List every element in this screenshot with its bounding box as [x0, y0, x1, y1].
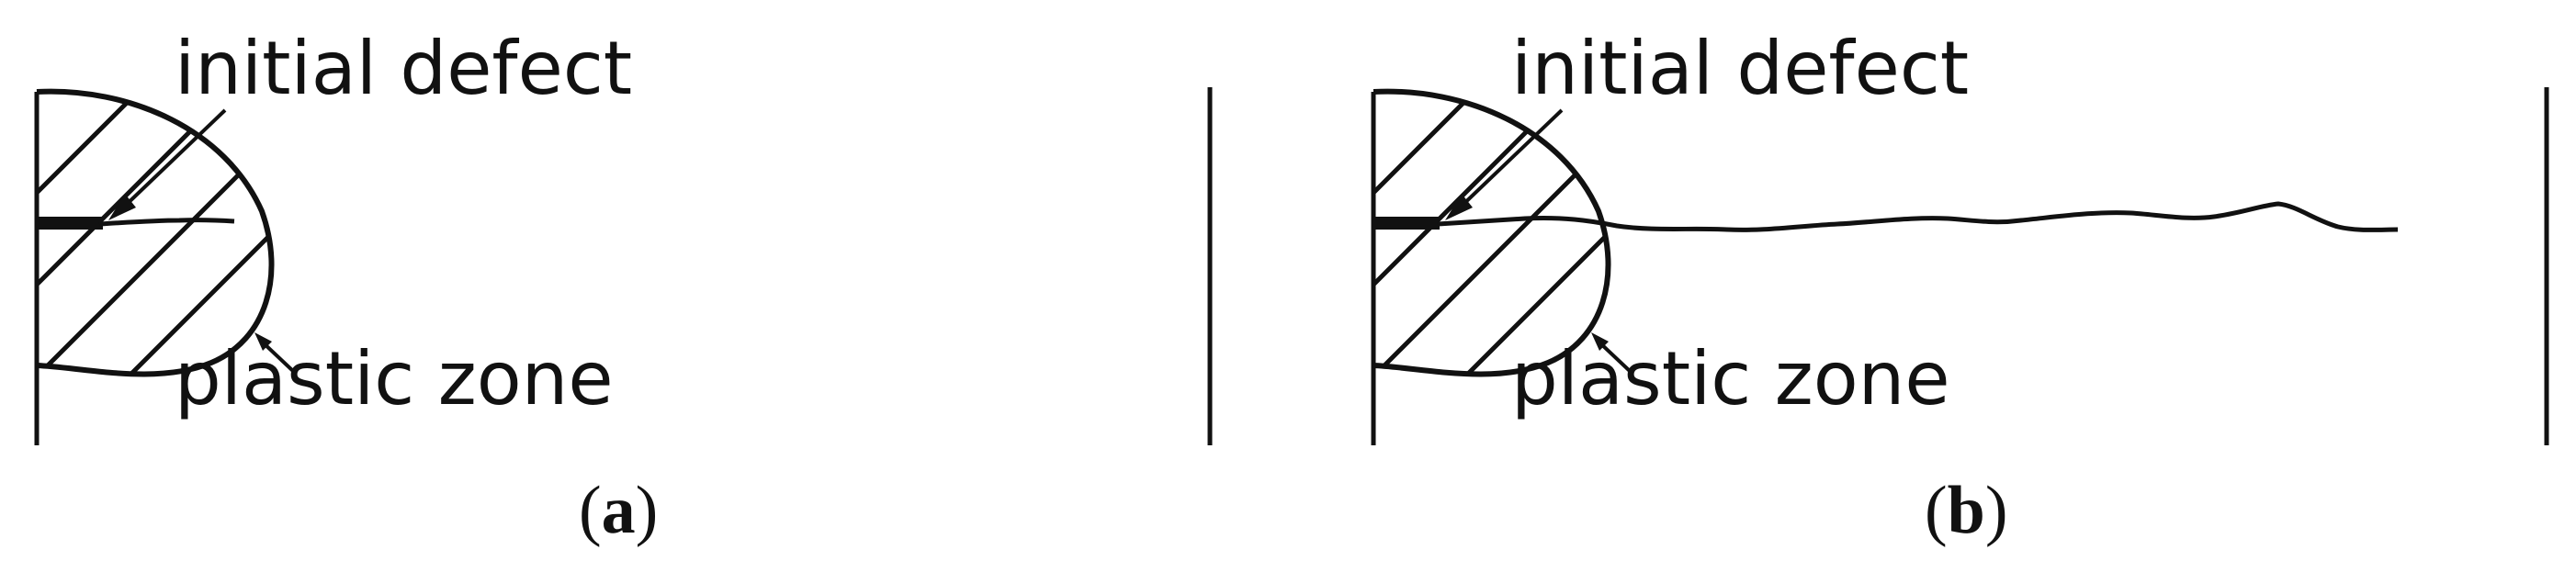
initial-defect-notch — [37, 217, 103, 230]
zone-leader-arrowhead — [254, 332, 272, 351]
zone-leader-line — [1597, 340, 1633, 374]
zone-leader-line — [260, 340, 296, 374]
panel-b: initial defect plastic zone (b) — [1371, 26, 2549, 548]
defect-leader-arrowhead — [1445, 194, 1473, 220]
initial-defect-label: initial defect — [175, 26, 632, 111]
defect-leader-line — [1454, 108, 1564, 213]
plastic-zone-label: plastic zone — [1511, 336, 1950, 421]
panel-a: initial defect plastic zone (a) — [34, 26, 1213, 548]
defect-leader-arrowhead — [108, 194, 136, 220]
initial-defect-notch — [1373, 217, 1440, 230]
zone-leader-arrowhead — [1591, 332, 1609, 351]
plastic-zone-label: plastic zone — [175, 336, 614, 421]
defect-leader-line — [118, 108, 227, 213]
propagated-crack-path — [1437, 201, 2399, 232]
panel-b-caption: (b) — [1925, 473, 2007, 548]
plastic-zone-boundary — [36, 88, 275, 377]
plastic-zone-boundary — [1373, 88, 1611, 377]
initial-defect-label: initial defect — [1511, 26, 1969, 111]
panel-a-caption: (a) — [579, 473, 658, 548]
crack-path — [98, 218, 235, 227]
